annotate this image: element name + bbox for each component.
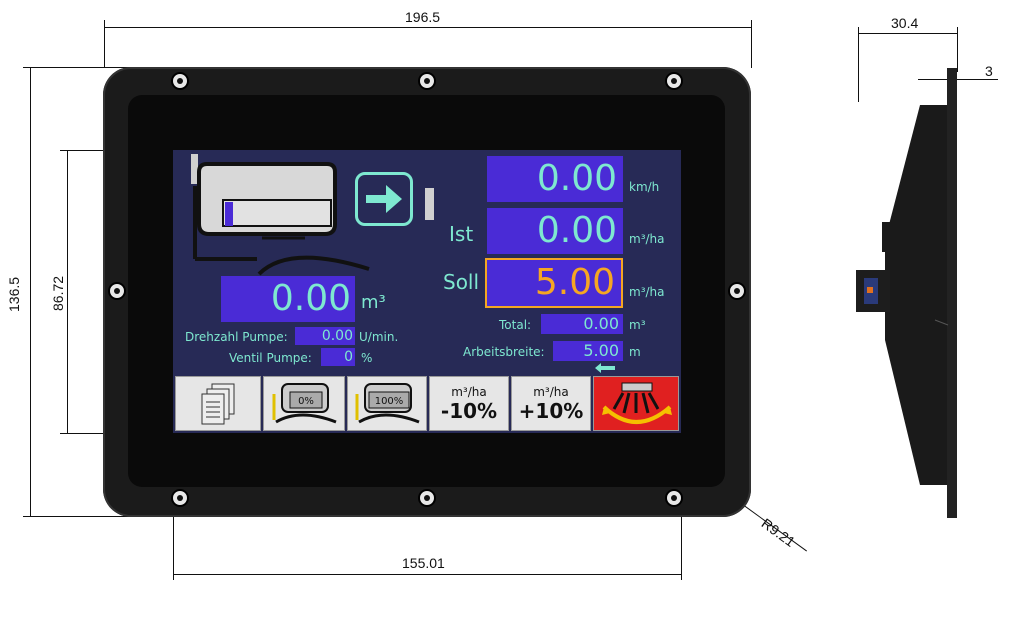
speed-value: 0.00 — [487, 156, 623, 202]
side-view — [856, 68, 957, 518]
valve-value: 0 — [321, 348, 355, 366]
pump-speed-unit: U/min. — [359, 330, 399, 344]
hundred-percent-icon: 100% — [355, 382, 420, 423]
screw-icon — [728, 282, 746, 300]
extension-line — [23, 516, 133, 517]
tank-level-fill — [225, 202, 233, 226]
dim-height-label: 136.5 — [6, 276, 22, 312]
dimension-line-depth — [858, 33, 958, 34]
tank-icon — [191, 154, 370, 276]
dim-width-label: 196.5 — [405, 9, 441, 25]
total-label: Total: — [499, 318, 532, 332]
speed-unit: km/h — [629, 180, 660, 194]
screw-icon — [418, 489, 436, 507]
extension-line — [957, 27, 958, 72]
dim-depth-label: 30.4 — [891, 15, 919, 31]
dimension-line-left — [30, 67, 31, 517]
dimension-line-bottom — [173, 574, 682, 575]
indicator-bar — [425, 188, 434, 220]
ist-value: 0.00 — [487, 208, 623, 254]
decrease-rate-label: -10% — [440, 398, 498, 423]
working-width-value: 5.00 — [553, 341, 623, 361]
working-width-label: Arbeitsbreite: — [463, 345, 545, 359]
extension-line — [858, 27, 859, 102]
pump-speed-value: 0.00 — [295, 327, 355, 345]
valve-label: Ventil Pumpe: — [229, 351, 312, 365]
increase-rate-button[interactable]: m³/ha +10% — [511, 376, 591, 431]
screw-icon — [171, 489, 189, 507]
extension-line — [23, 67, 133, 68]
forward-arrow-button[interactable] — [355, 172, 413, 226]
zero-percent-icon: 0% — [272, 382, 337, 423]
total-unit: m³ — [629, 318, 646, 332]
dim-screen-width-label: 155.01 — [402, 555, 445, 571]
documents-button[interactable] — [175, 376, 261, 431]
dim-screen-height-label: 86.72 — [50, 275, 66, 311]
volume-unit: m³ — [361, 292, 386, 313]
display-screen: 0.00 km/h Ist 0.00 m³/ha Soll 5.00 m³/ha… — [173, 150, 681, 433]
screw-icon — [665, 72, 683, 90]
spreader-icon — [602, 382, 672, 424]
ist-unit: m³/ha — [629, 232, 665, 246]
total-value: 0.00 — [541, 314, 623, 334]
dimension-line-plate — [918, 79, 998, 80]
dim-plate-label: 3 — [985, 63, 993, 79]
dimension-line-top — [104, 27, 752, 28]
screw-icon — [665, 489, 683, 507]
decrease-rate-button[interactable]: m³/ha -10% — [429, 376, 509, 431]
increase-rate-label: +10% — [518, 398, 584, 423]
arrow-right-icon — [366, 185, 402, 213]
valve-unit: % — [361, 351, 373, 365]
soll-unit: m³/ha — [629, 285, 665, 299]
soll-value[interactable]: 5.00 — [485, 258, 623, 308]
decrease-rate-unit: m³/ha — [451, 384, 487, 399]
pump-speed-label: Drehzahl Pumpe: — [185, 330, 288, 344]
extension-line — [104, 20, 105, 68]
screw-icon — [418, 72, 436, 90]
increase-rate-unit: m³/ha — [533, 384, 569, 399]
ist-label: Ist — [449, 222, 474, 246]
hundred-percent-button[interactable]: 100% — [347, 376, 427, 431]
svg-text:100%: 100% — [375, 396, 404, 407]
zero-percent-button[interactable]: 0% — [263, 376, 345, 431]
arrow-left-icon — [595, 363, 615, 373]
dim-radius-label: R9.21 — [758, 515, 799, 550]
working-width-unit: m — [629, 345, 641, 359]
documents-icon — [201, 383, 235, 424]
screw-icon — [171, 72, 189, 90]
dimension-line-screen-height — [67, 150, 68, 433]
screw-icon — [108, 282, 126, 300]
svg-text:0%: 0% — [298, 396, 314, 407]
soll-label: Soll — [443, 270, 480, 294]
volume-value: 0.00 — [221, 276, 355, 322]
extension-line — [751, 20, 752, 68]
spreader-toggle-button[interactable] — [593, 376, 679, 431]
